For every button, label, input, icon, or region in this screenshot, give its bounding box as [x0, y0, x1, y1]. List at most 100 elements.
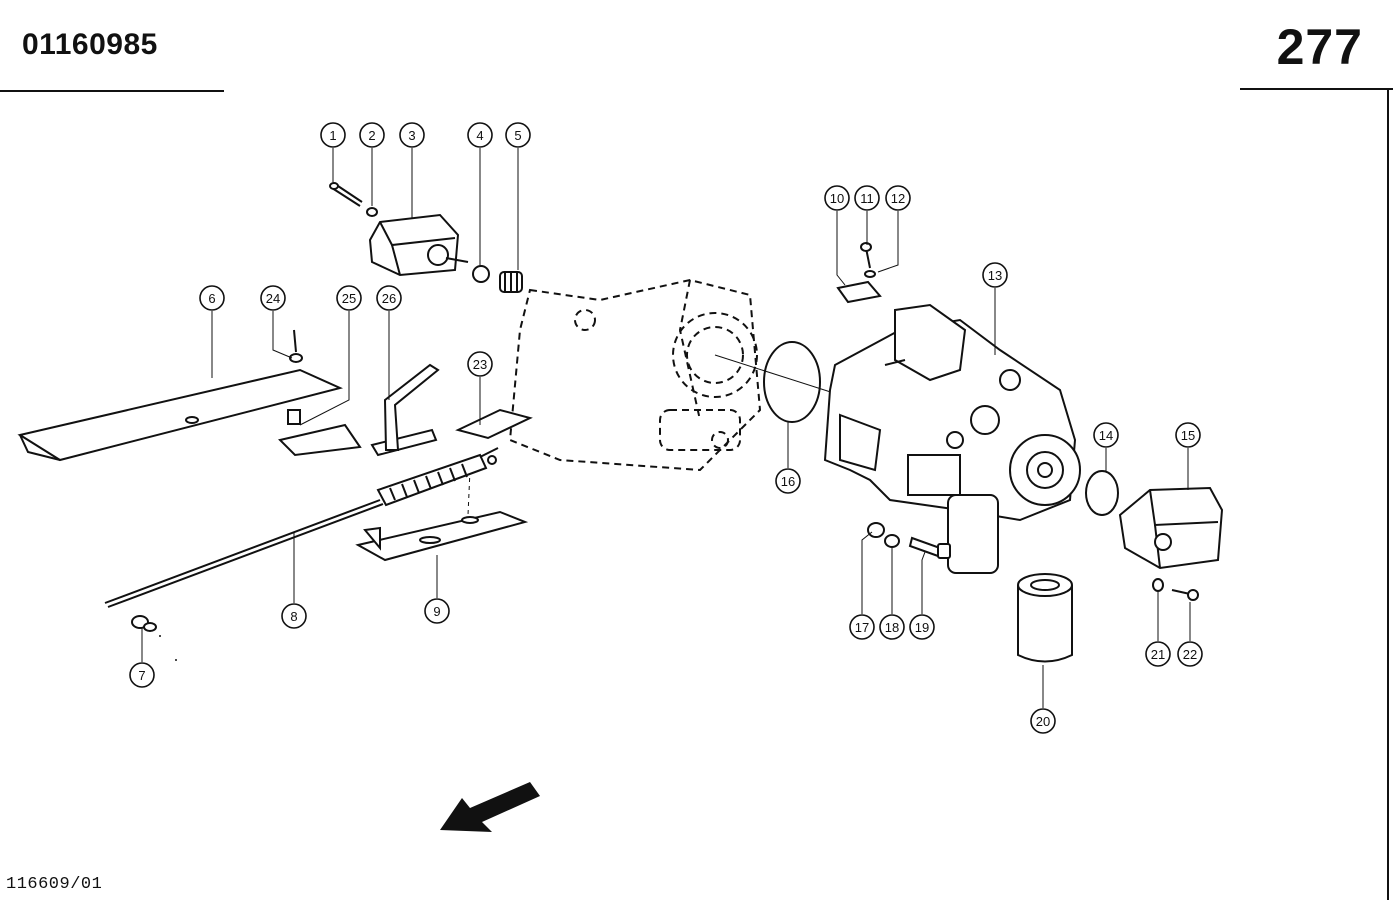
- callout-label: 8: [290, 609, 297, 624]
- callout-17: 17: [849, 614, 875, 640]
- callout-bubble: [359, 122, 385, 148]
- callout-label: 23: [473, 357, 487, 372]
- callout-21: 21: [1145, 641, 1171, 667]
- callout-label: 19: [915, 620, 929, 635]
- callout-7: 7: [129, 662, 155, 688]
- callout-6: 6: [199, 285, 225, 311]
- callout-label: 25: [342, 291, 356, 306]
- bracket-26: [370, 363, 440, 457]
- callout-10: 10: [824, 185, 850, 211]
- callout-bubble: [1177, 641, 1203, 667]
- callout-label: 12: [891, 191, 905, 206]
- callout-15: 15: [1175, 422, 1201, 448]
- o-ring-16: [763, 341, 821, 423]
- specks: [159, 635, 177, 661]
- callout-label: 13: [988, 268, 1002, 283]
- callout-bubble: [336, 285, 362, 311]
- callout-label: 26: [382, 291, 396, 306]
- washer-17: [867, 522, 885, 538]
- bracket-9: [355, 510, 529, 562]
- callout-12: 12: [885, 185, 911, 211]
- callout-label: 9: [433, 604, 440, 619]
- o-ring-14: [1085, 470, 1119, 516]
- callout-label: 5: [514, 128, 521, 143]
- callout-label: 10: [830, 191, 844, 206]
- callout-14: 14: [1093, 422, 1119, 448]
- direction-arrow-icon: [440, 782, 540, 832]
- bolt-22: [1171, 589, 1199, 601]
- clamp-plate-10: [836, 242, 882, 304]
- callout-bubble: [260, 285, 286, 311]
- callout-11: 11: [854, 185, 880, 211]
- callout-8: 8: [281, 603, 307, 629]
- callout-18: 18: [879, 614, 905, 640]
- callout-bubble: [982, 262, 1008, 288]
- callout-label: 22: [1183, 647, 1197, 662]
- callout-label: 11: [860, 191, 874, 206]
- callout-2: 2: [359, 122, 385, 148]
- callout-bubble: [199, 285, 225, 311]
- callout-label: 3: [408, 128, 415, 143]
- callout-bubble: [424, 598, 450, 624]
- callout-bubble: [885, 185, 911, 211]
- callout-bubble: [320, 122, 346, 148]
- gearbox-housing-dashed: [508, 278, 762, 472]
- callout-13: 13: [982, 262, 1008, 288]
- coupling-5: [499, 271, 523, 293]
- callout-bubble: [1030, 708, 1056, 734]
- callout-label: 16: [781, 474, 795, 489]
- callout-label: 17: [855, 620, 869, 635]
- callout-label: 7: [138, 668, 145, 683]
- callout-25: 25: [336, 285, 362, 311]
- washer-21: [1152, 578, 1164, 592]
- callout-label: 2: [368, 128, 375, 143]
- callout-9: 9: [424, 598, 450, 624]
- callout-label: 4: [476, 128, 483, 143]
- callout-label: 15: [1181, 428, 1195, 443]
- callout-24: 24: [260, 285, 286, 311]
- callout-bubble: [775, 468, 801, 494]
- callout-26: 26: [376, 285, 402, 311]
- callout-bubble: [281, 603, 307, 629]
- leader-lines: [141, 148, 1191, 708]
- callout-label: 6: [208, 291, 215, 306]
- oil-filter-20: [1017, 573, 1073, 663]
- frame-lines: [0, 88, 1393, 900]
- washer-2: [366, 207, 378, 217]
- callout-bubble: [879, 614, 905, 640]
- bolt-19: [908, 536, 951, 559]
- document-number: 01160985: [22, 28, 158, 61]
- callout-bubble: [1175, 422, 1201, 448]
- callout-label: 21: [1151, 647, 1165, 662]
- callout-bubble: [399, 122, 425, 148]
- callout-bubble: [467, 351, 493, 377]
- callout-16: 16: [775, 468, 801, 494]
- washer-18: [884, 534, 900, 548]
- gear-pump-15: [1118, 486, 1224, 570]
- callout-label: 1: [329, 128, 336, 143]
- callout-bubble: [1093, 422, 1119, 448]
- bracket-25: [278, 409, 362, 457]
- callout-bubble: [909, 614, 935, 640]
- callout-bubble: [505, 122, 531, 148]
- cover-plate-6: [17, 368, 344, 462]
- hydraulic-pump-13: [823, 303, 1081, 574]
- callout-bubble: [376, 285, 402, 311]
- callout-bubble: [467, 122, 493, 148]
- callout-label: 24: [266, 291, 280, 306]
- callout-bubble: [824, 185, 850, 211]
- nut-7: [131, 615, 157, 632]
- callout-label: 18: [885, 620, 899, 635]
- callout-bubble: [854, 185, 880, 211]
- callout-23: 23: [467, 351, 493, 377]
- callout-bubble: [849, 614, 875, 640]
- callout-label: 14: [1099, 428, 1113, 443]
- gear-pump-small: [368, 213, 469, 277]
- page-number: 277: [1276, 19, 1363, 75]
- callout-5: 5: [505, 122, 531, 148]
- drawing-reference: 116609/01: [6, 875, 103, 894]
- callout-22: 22: [1177, 641, 1203, 667]
